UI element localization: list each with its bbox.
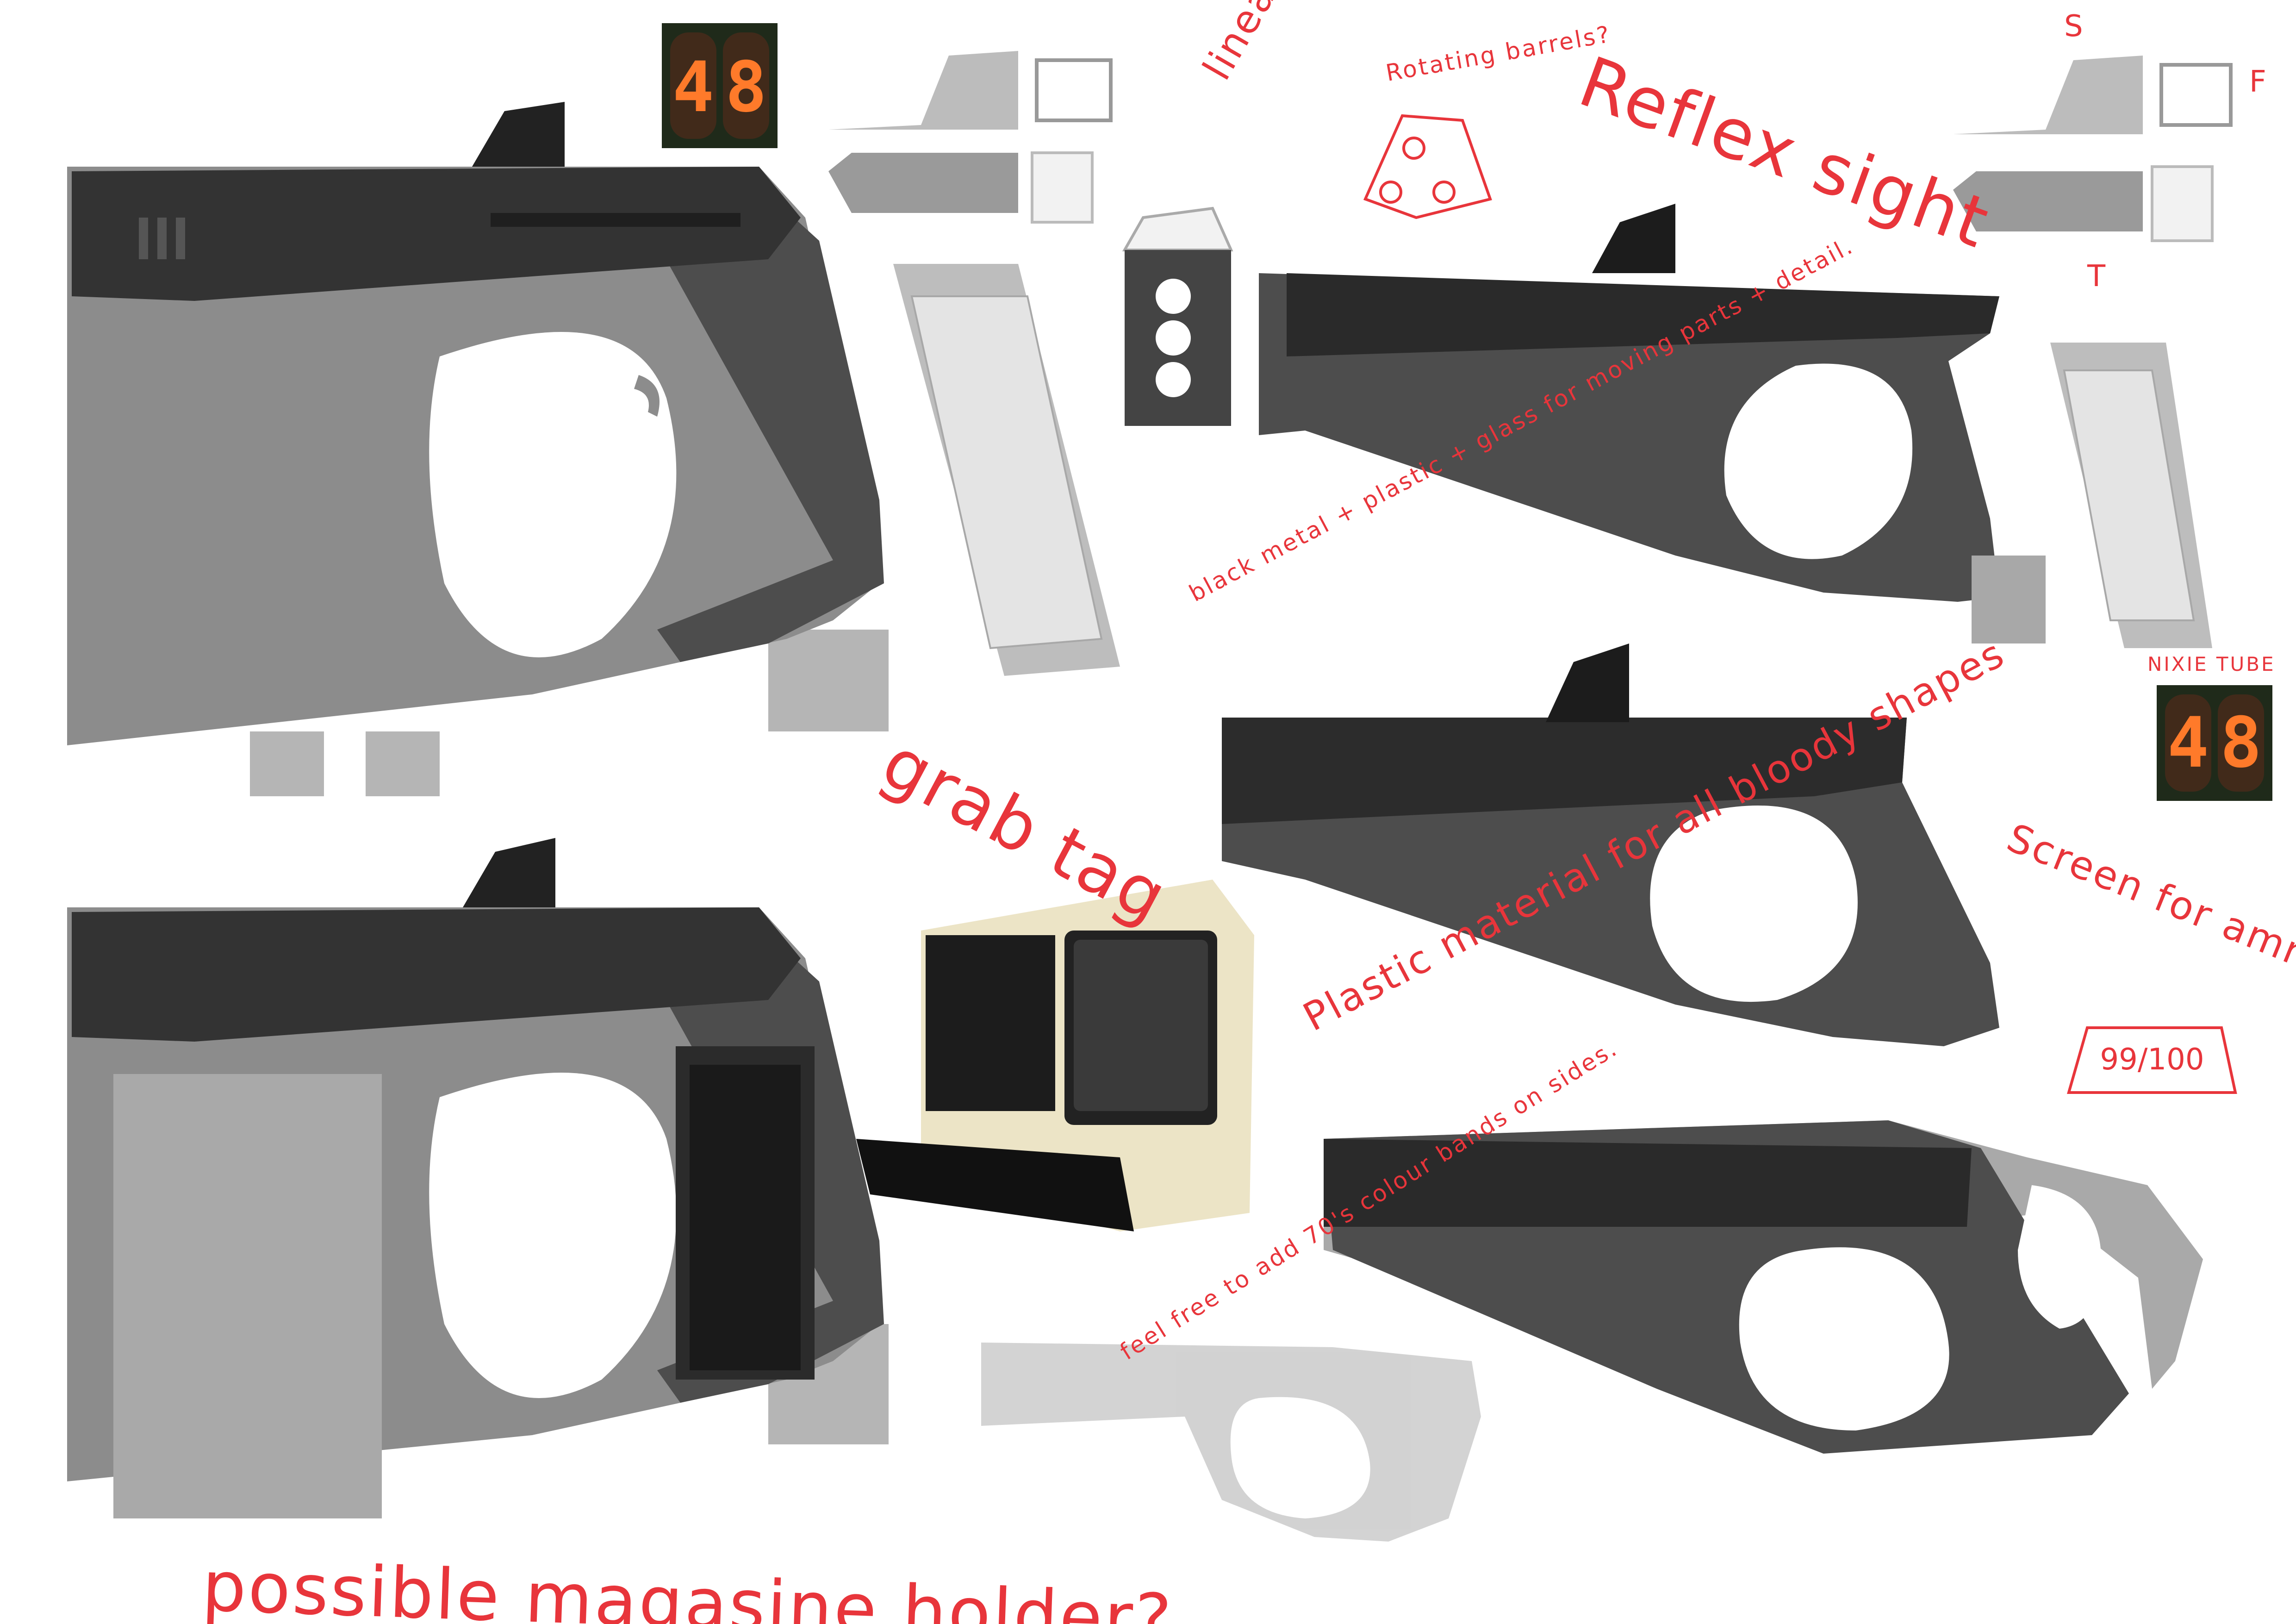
pistol-grip-shadow bbox=[625, 185, 884, 662]
pistol-side-view-3 bbox=[1259, 204, 2046, 643]
sight-top-view bbox=[828, 153, 1018, 213]
view-label-f: F bbox=[2249, 65, 2268, 99]
reflex-sight bbox=[472, 102, 565, 167]
slide-detail bbox=[491, 213, 740, 227]
pistol-side-view-1 bbox=[67, 102, 889, 796]
sight-rear-view bbox=[1031, 151, 1094, 224]
nixie-digit-left: 4 bbox=[672, 47, 714, 128]
note-nixie-tube: NIXIE TUBE bbox=[2147, 653, 2276, 675]
pistol-slide bbox=[72, 907, 801, 1042]
barrel-front-view bbox=[1122, 206, 1233, 426]
nixie-digit-left: 4 bbox=[2167, 703, 2209, 783]
magazine-holder-right bbox=[248, 1074, 382, 1518]
magazine-base bbox=[768, 630, 889, 731]
trigger-guard-opening bbox=[429, 1073, 677, 1398]
pistol-side-view-4 bbox=[1222, 643, 1999, 1046]
trigger bbox=[634, 375, 660, 417]
rotating-barrel-sketch bbox=[1363, 114, 1492, 219]
sight-front-view-f bbox=[2159, 63, 2233, 127]
slide-serration bbox=[139, 218, 148, 259]
magazine-strip-right bbox=[2050, 343, 2212, 648]
view-label-t: T bbox=[2087, 259, 2108, 294]
magazine-holder-left bbox=[113, 1074, 248, 1518]
sight-front-view bbox=[1035, 58, 1113, 122]
ammo-counter-sketch: 99/100 bbox=[2060, 1018, 2245, 1102]
pistol-side-view-6 bbox=[981, 1343, 1481, 1542]
sight-reference-views bbox=[828, 51, 2233, 242]
reflex-sight bbox=[463, 838, 555, 907]
nixie-tube-reference-right: 4 8 bbox=[2157, 685, 2272, 801]
sight-side-view-s bbox=[1953, 56, 2143, 134]
spare-magazine-base bbox=[366, 731, 440, 796]
inserted-magazine bbox=[676, 1046, 815, 1380]
pistol-grip-shadow bbox=[625, 926, 884, 1403]
magazine-strip-top bbox=[893, 264, 1120, 676]
ammo-count-readout: 99/100 bbox=[2100, 1043, 2204, 1077]
trigger-guard-opening bbox=[429, 332, 677, 657]
vintage-terminal-photo bbox=[856, 880, 1254, 1231]
sight-side-view bbox=[828, 51, 1018, 130]
view-label-s: S bbox=[2064, 9, 2085, 44]
spare-magazine-base bbox=[250, 731, 324, 796]
pistol-slide bbox=[72, 167, 801, 301]
nixie-digit-right: 8 bbox=[2220, 703, 2262, 783]
nixie-tube-reference-top: 4 8 bbox=[662, 23, 778, 148]
pistol-side-view-5 bbox=[1324, 1120, 2203, 1454]
slide-serration bbox=[176, 218, 185, 259]
sight-top-view-t bbox=[1953, 171, 2143, 231]
sight-rear-view bbox=[2151, 165, 2214, 242]
pistol-side-view-2 bbox=[67, 838, 889, 1518]
nixie-digit-right: 8 bbox=[725, 47, 767, 128]
slide-serration bbox=[157, 218, 167, 259]
